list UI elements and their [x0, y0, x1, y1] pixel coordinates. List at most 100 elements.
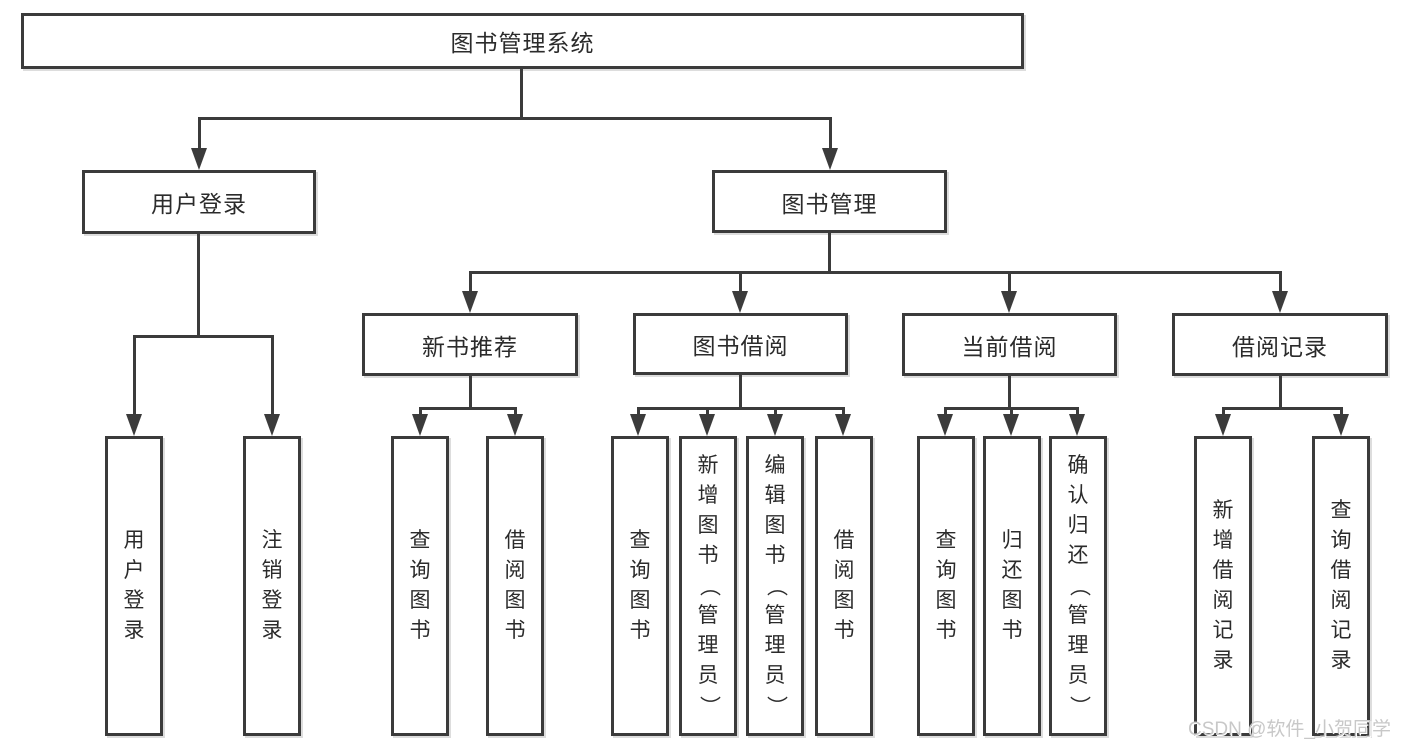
- arrow-down-icon: [835, 414, 851, 436]
- arrow-down-icon: [1272, 291, 1288, 313]
- connector-current-stem: [1008, 376, 1011, 407]
- leaf-records-query: 查询借阅记录: [1312, 436, 1370, 736]
- node-root: 图书管理系统: [21, 13, 1024, 69]
- arrow-borrow-leaf-2: [699, 407, 715, 436]
- leaf-current-query: 查询图书: [917, 436, 975, 736]
- leaf-logout: 注销登录: [243, 436, 301, 736]
- leaf-records-query-label: 查询借阅记录: [1330, 499, 1352, 672]
- arrow-to-login-leaf: [126, 335, 142, 436]
- arrow-to-borrow-records: [1272, 271, 1288, 313]
- arrow-down-icon: [767, 414, 783, 436]
- leaf-borrow-borrow: 借阅图书: [815, 436, 873, 736]
- arrow-current-leaf-1: [937, 407, 953, 436]
- connector-newbook-stem: [469, 376, 472, 407]
- arrow-to-book-borrow: [732, 271, 748, 313]
- connector-login-bus: [133, 335, 273, 338]
- node-current-borrowing: 当前借阅: [902, 313, 1117, 376]
- connector-borrow-bus: [637, 407, 843, 410]
- arrow-to-book-mgmt: [822, 117, 838, 170]
- leaf-current-confirm-admin-label: 确认归还（管理员）: [1067, 454, 1090, 717]
- leaf-borrow-edit-admin-label: 编辑图书（管理员）: [764, 454, 787, 717]
- node-book-borrowing: 图书借阅: [633, 313, 848, 375]
- arrow-down-icon: [191, 148, 207, 170]
- leaf-current-return: 归还图书: [983, 436, 1041, 736]
- connector-mgmt-bus: [469, 271, 1281, 274]
- arrow-down-icon: [1333, 414, 1349, 436]
- arrow-to-logout-leaf: [264, 335, 280, 436]
- leaf-records-add-label: 新增借阅记录: [1212, 499, 1234, 672]
- node-borrowing-records-label: 借阅记录: [1232, 333, 1328, 360]
- leaf-borrow-borrow-label: 借阅图书: [833, 529, 855, 642]
- arrow-down-icon: [630, 414, 646, 436]
- node-new-book-recommend: 新书推荐: [362, 313, 578, 376]
- arrow-down-icon: [822, 148, 838, 170]
- leaf-user-login: 用户登录: [105, 436, 163, 736]
- node-current-borrowing-label: 当前借阅: [961, 333, 1058, 360]
- leaf-current-confirm-admin: 确认归还（管理员）: [1049, 436, 1107, 736]
- leaf-borrow-edit-admin: 编辑图书（管理员）: [746, 436, 804, 736]
- arrow-down-icon: [126, 414, 142, 436]
- arrow-down-icon: [1069, 414, 1085, 436]
- arrow-stem: [1008, 271, 1011, 299]
- arrow-down-icon: [1001, 291, 1017, 313]
- arrow-down-icon: [937, 414, 953, 436]
- arrow-down-icon: [699, 414, 715, 436]
- connector-mgmt-stem: [828, 233, 831, 273]
- arrow-to-new-books: [462, 271, 478, 313]
- leaf-borrow-query-label: 查询图书: [629, 529, 651, 642]
- arrow-borrow-leaf-3: [767, 407, 783, 436]
- arrow-down-icon: [507, 414, 523, 436]
- node-new-book-recommend-label: 新书推荐: [422, 333, 518, 360]
- connector-root-bus: [198, 117, 832, 120]
- arrow-down-icon: [264, 414, 280, 436]
- arrow-records-leaf-2: [1333, 407, 1349, 436]
- leaf-current-return-label: 归还图书: [1001, 529, 1023, 642]
- arrow-stem: [271, 335, 274, 422]
- leaf-newbook-borrow-label: 借阅图书: [504, 529, 526, 642]
- arrow-borrow-leaf-1: [630, 407, 646, 436]
- arrow-down-icon: [1003, 414, 1019, 436]
- connector-records-bus: [1222, 407, 1342, 410]
- leaf-current-query-label: 查询图书: [935, 529, 957, 642]
- connector-root-stem: [520, 69, 523, 119]
- arrow-current-leaf-2: [1003, 407, 1019, 436]
- arrow-stem: [1279, 271, 1282, 299]
- arrow-down-icon: [1215, 414, 1231, 436]
- arrow-down-icon: [412, 414, 428, 436]
- arrow-down-icon: [732, 291, 748, 313]
- node-borrowing-records: 借阅记录: [1172, 313, 1388, 376]
- node-book-management: 图书管理: [712, 170, 947, 233]
- leaf-records-add: 新增借阅记录: [1194, 436, 1252, 736]
- arrow-borrow-leaf-4: [835, 407, 851, 436]
- leaf-newbook-query-label: 查询图书: [409, 529, 431, 642]
- node-user-login-label: 用户登录: [151, 191, 247, 217]
- arrow-stem: [469, 271, 472, 299]
- arrow-stem: [739, 271, 742, 299]
- arrow-current-leaf-3: [1069, 407, 1085, 436]
- leaf-newbook-borrow: 借阅图书: [486, 436, 544, 736]
- arrow-down-icon: [462, 291, 478, 313]
- arrow-to-current-borrow: [1001, 271, 1017, 313]
- node-root-label: 图书管理系统: [450, 30, 595, 56]
- leaf-borrow-add-admin: 新增图书（管理员）: [679, 436, 737, 736]
- arrow-to-user-login: [191, 117, 207, 170]
- leaf-newbook-query: 查询图书: [391, 436, 449, 736]
- connector-newbook-bus: [419, 407, 517, 410]
- node-book-management-label: 图书管理: [781, 190, 878, 217]
- arrow-newbook-leaf-2: [507, 407, 523, 436]
- leaf-borrow-query: 查询图书: [611, 436, 669, 736]
- leaf-user-login-label: 用户登录: [123, 529, 145, 642]
- arrow-stem: [198, 117, 201, 156]
- leaf-borrow-add-admin-label: 新增图书（管理员）: [697, 454, 720, 717]
- connector-login-stem: [197, 234, 200, 335]
- node-user-login: 用户登录: [82, 170, 316, 234]
- arrow-newbook-leaf-1: [412, 407, 428, 436]
- node-book-borrowing-label: 图书借阅: [692, 333, 789, 359]
- connector-borrow-stem: [739, 375, 742, 407]
- leaf-logout-label: 注销登录: [261, 529, 283, 642]
- arrow-stem: [829, 117, 832, 156]
- arrow-records-leaf-1: [1215, 407, 1231, 436]
- connector-records-stem: [1279, 376, 1282, 407]
- csdn-watermark: CSDN @软件_小贺同学: [1188, 719, 1391, 740]
